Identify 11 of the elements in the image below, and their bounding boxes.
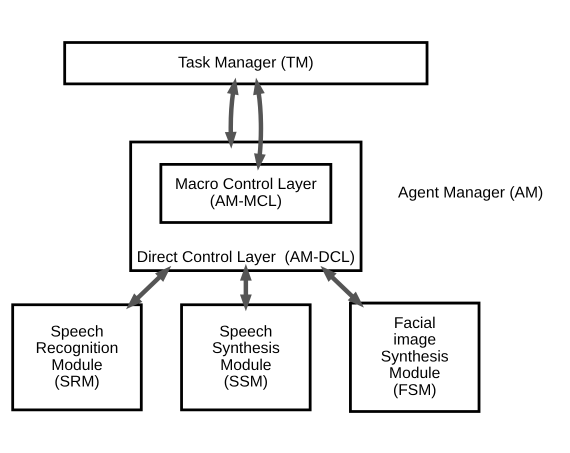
arrow <box>126 265 172 309</box>
node-box: Task Manager (TM) <box>63 40 428 85</box>
node-box: Speech Recognition Module (SRM) <box>11 302 143 411</box>
arrow <box>224 77 239 148</box>
label: Agent Manager (AM) <box>398 184 544 202</box>
node-box: Facial image Synthesis Module (FSM) <box>349 301 480 412</box>
arrow <box>320 265 364 308</box>
arrow <box>253 77 266 170</box>
node-box: Macro Control Layer (AM-MCL) <box>159 162 332 224</box>
node-box: Speech Synthesis Module (SSM) <box>180 302 312 411</box>
arrow <box>240 263 252 311</box>
